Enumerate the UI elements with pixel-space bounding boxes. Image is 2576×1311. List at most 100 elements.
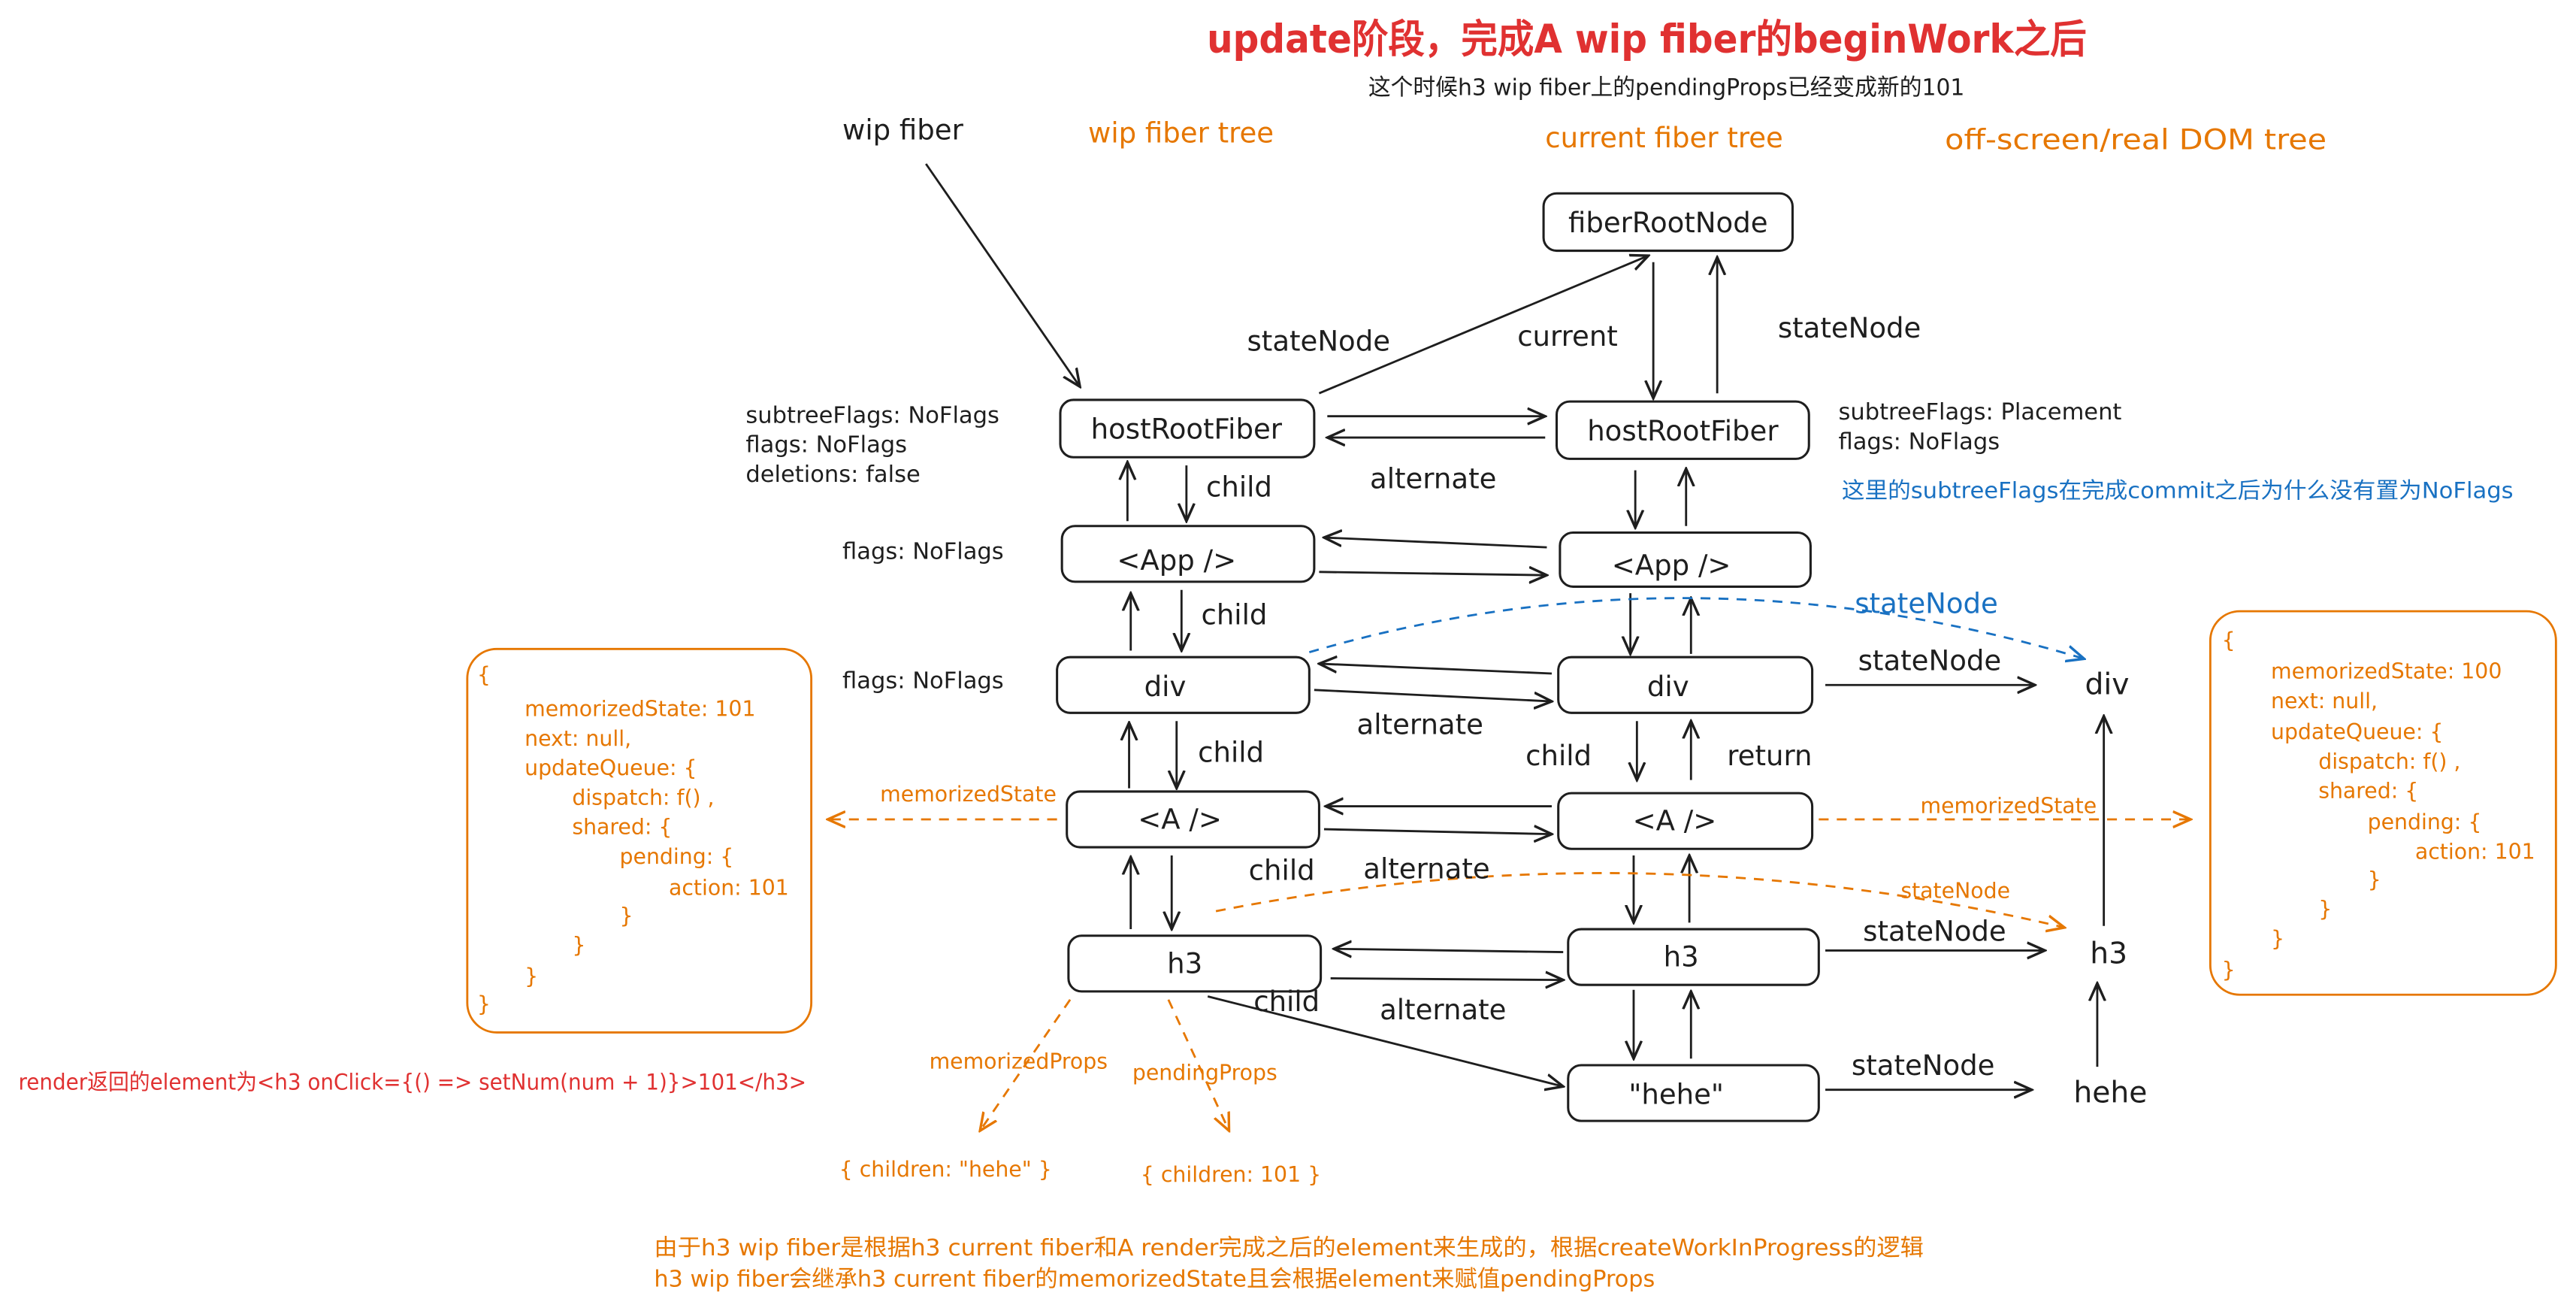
current-state-line: shared: { <box>2318 779 2418 804</box>
current-state-line: pending: { <box>2368 810 2482 834</box>
current-h3-fiber-node: h3 <box>1567 928 1820 986</box>
wip-div-fiber-box <box>1056 656 1311 714</box>
wip-h3-fiber-node: h3 <box>1067 934 1323 993</box>
wip-state-line: } <box>525 964 538 989</box>
current-state-line: next: null, <box>2271 689 2378 713</box>
label-wip-h3-state-node: stateNode <box>1900 879 2010 904</box>
arrow-wip-h3-child <box>1207 995 1563 1086</box>
label-current-a-memorized-state: memorizedState <box>1920 793 2097 818</box>
current-text-fiber-label: "hehe" <box>1628 1079 1724 1111</box>
current-div-fiber-box <box>1557 656 1814 714</box>
current-memorized-state-box: { memorizedState: 100 next: null, update… <box>2209 610 2557 996</box>
arrow-div-alternate-right <box>1314 689 1552 701</box>
wip-host-root-deletions: deletions: false <box>745 462 920 488</box>
current-state-line: memorizedState: 100 <box>2271 659 2502 684</box>
current-state-line: action: 101 <box>2415 839 2535 864</box>
current-host-root-flags-value: flags: NoFlags <box>1838 428 2000 455</box>
arrow-div-alternate-left <box>1319 664 1553 675</box>
diagram-title: update阶段，完成A wip fiber的beginWork之后 <box>1207 17 2087 62</box>
wip-app-fiber-label: <App /> <box>1117 544 1236 577</box>
fiber-root-node: fiberRootNode <box>1542 192 1794 253</box>
explanation-line-1: 由于h3 wip fiber是根据h3 current fiber和A rend… <box>654 1235 1924 1261</box>
current-h3-fiber-box <box>1567 928 1820 986</box>
current-host-root-flags: subtreeFlags: Placement flags: NoFlags <box>1838 399 2121 455</box>
current-host-root-fiber-label: hostRootFiber <box>1587 415 1779 447</box>
label-text-state-node: stateNode <box>1852 1049 1995 1082</box>
current-host-root-fiber-box <box>1555 400 1810 460</box>
current-app-fiber-box <box>1559 531 1812 588</box>
label-current-root-state-node: stateNode <box>1778 312 1921 344</box>
wip-memorized-state-box: { memorizedState: 101 next: null, update… <box>466 647 813 1034</box>
wip-h3-fiber-box <box>1067 934 1323 993</box>
wip-div-fiber-node: div <box>1056 656 1311 714</box>
wip-host-root-fiber-box <box>1059 398 1316 459</box>
current-a-fiber-node: <A /> <box>1557 792 1814 850</box>
current-text-fiber-node: "hehe" <box>1567 1064 1820 1122</box>
current-memorized-state-frame <box>2209 610 2557 996</box>
current-a-fiber-label: <A /> <box>1633 805 1717 837</box>
explanation-line-2: h3 wip fiber会继承h3 current fiber的memorize… <box>654 1266 1655 1292</box>
pending-props-value: { children: 101 } <box>1141 1162 1321 1187</box>
current-app-fiber-node: <App /> <box>1559 531 1812 588</box>
arrow-h3-alternate-left <box>1334 949 1564 952</box>
wip-host-root-fiber-label: hostRootFiber <box>1091 413 1283 446</box>
current-a-fiber-box <box>1557 792 1814 850</box>
wip-host-root-subtree-flags: subtreeFlags: NoFlags <box>745 402 999 428</box>
current-tree-header: current fiber tree <box>1545 122 1783 154</box>
wip-app-fiber-node: <App /> <box>1060 525 1316 583</box>
current-host-root-subtree-flags: subtreeFlags: Placement <box>1838 399 2121 425</box>
wip-state-line: updateQueue: { <box>525 755 697 780</box>
wip-a-fiber-node: <A /> <box>1066 790 1320 849</box>
wip-fiber-label: wip fiber <box>842 114 964 146</box>
wip-state-line: } <box>477 992 491 1016</box>
current-state-line: } <box>2271 926 2284 951</box>
wip-state-line: memorizedState: 101 <box>525 697 755 722</box>
arrow-wip-root-state-node <box>1318 256 1648 395</box>
label-host-alternate: alternate <box>1370 463 1496 495</box>
render-element-note: render返回的element为<h3 onClick={() => setN… <box>19 1070 807 1095</box>
current-div-fiber-label: div <box>1647 671 1689 703</box>
arrow-a-alternate-right <box>1323 829 1552 834</box>
label-current-div-state-node: stateNode <box>1858 645 2002 677</box>
label-wip-a-child: child <box>1249 855 1315 887</box>
dom-h3-node: h3 <box>2090 937 2127 970</box>
label-pending-props: pendingProps <box>1132 1061 1277 1085</box>
wip-div-fiber-label: div <box>1144 671 1187 703</box>
wip-a-fiber-label: <A /> <box>1138 804 1222 836</box>
wip-app-flags: flags: NoFlags <box>842 538 1004 565</box>
dom-text-node: hehe <box>2073 1076 2147 1110</box>
wip-tree-header: wip fiber tree <box>1088 117 1274 150</box>
wip-state-line: } <box>620 903 633 928</box>
label-a-alternate: alternate <box>1363 852 1489 885</box>
label-h3-alternate: alternate <box>1380 994 1506 1026</box>
wip-app-fiber-box <box>1060 525 1316 583</box>
wip-div-flags: flags: NoFlags <box>842 668 1004 695</box>
current-h3-fiber-label: h3 <box>1664 941 1699 973</box>
arrow-wip-div-state-node <box>1308 597 2084 659</box>
wip-state-line: next: null, <box>525 726 631 751</box>
label-wip-div-child: child <box>1198 737 1264 769</box>
current-text-fiber-box <box>1567 1064 1820 1122</box>
label-wip-div-state-node: stateNode <box>1855 587 1998 619</box>
current-state-line: } <box>2368 867 2381 892</box>
current-app-fiber-label: <App /> <box>1612 550 1731 582</box>
label-current-h3-state-node: stateNode <box>1863 915 2006 947</box>
label-div-alternate: alternate <box>1357 709 1483 741</box>
label-wip-root-state-node: stateNode <box>1247 325 1391 358</box>
wip-host-root-flags-value: flags: NoFlags <box>745 432 907 459</box>
arrow-wip-h3-memorized-props <box>980 998 1072 1131</box>
wip-state-line: } <box>572 933 585 958</box>
label-current-div-child: child <box>1525 740 1592 772</box>
wip-host-root-fiber-node: hostRootFiber <box>1059 398 1316 459</box>
arrow-wip-h3-state-node <box>1215 872 2064 927</box>
label-current-a-return: return <box>1727 740 1812 772</box>
label-wip-app-child: child <box>1201 599 1267 631</box>
wip-state-line: dispatch: f() , <box>572 785 714 810</box>
dom-div-node: div <box>2085 668 2129 702</box>
wip-a-fiber-box <box>1066 790 1320 849</box>
current-state-line: } <box>2318 897 2332 922</box>
arrow-app-alternate-right <box>1319 572 1547 575</box>
wip-h3-fiber-label: h3 <box>1167 947 1202 979</box>
question-note: 这里的subtreeFlags在完成commit之后为什么没有置为NoFlags <box>1842 478 2514 504</box>
